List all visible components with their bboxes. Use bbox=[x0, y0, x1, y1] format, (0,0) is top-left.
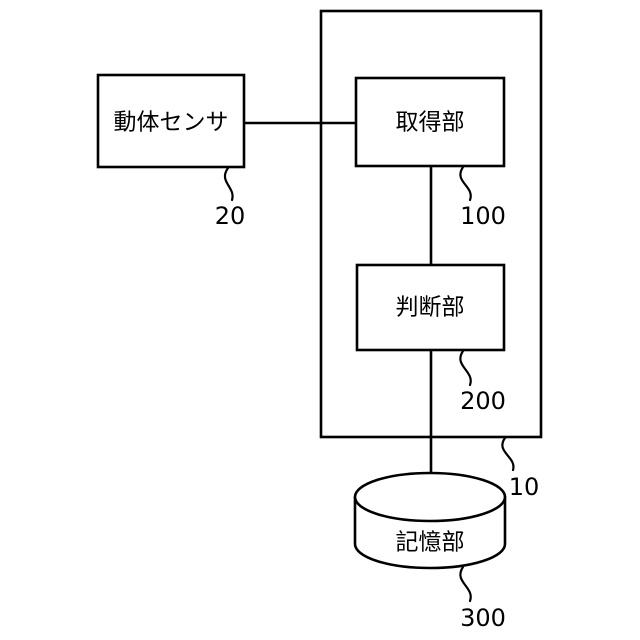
leader-line-10 bbox=[501, 436, 515, 472]
reference-numeral-300: 300 bbox=[460, 604, 506, 632]
leader-line-300 bbox=[459, 565, 472, 603]
node-motion-sensor bbox=[96, 73, 246, 169]
reference-numeral-100: 100 bbox=[460, 202, 506, 230]
node-storage-unit-top bbox=[353, 471, 507, 523]
node-judgment-unit-label: 判断部 bbox=[396, 295, 465, 321]
reference-numeral-10: 10 bbox=[509, 473, 540, 501]
node-acquisition-unit bbox=[354, 76, 506, 168]
leader-line-20 bbox=[223, 166, 234, 202]
leader-line-200 bbox=[459, 349, 472, 387]
node-acquisition-unit-label: 取得部 bbox=[396, 110, 465, 136]
leader-line-100 bbox=[459, 165, 472, 202]
reference-numeral-200: 200 bbox=[460, 387, 506, 415]
node-storage-unit-label: 記憶部 bbox=[396, 530, 465, 556]
node-motion-sensor-label: 動体センサ bbox=[114, 110, 229, 136]
reference-numeral-20: 20 bbox=[215, 202, 246, 230]
node-judgment-unit bbox=[355, 263, 506, 352]
